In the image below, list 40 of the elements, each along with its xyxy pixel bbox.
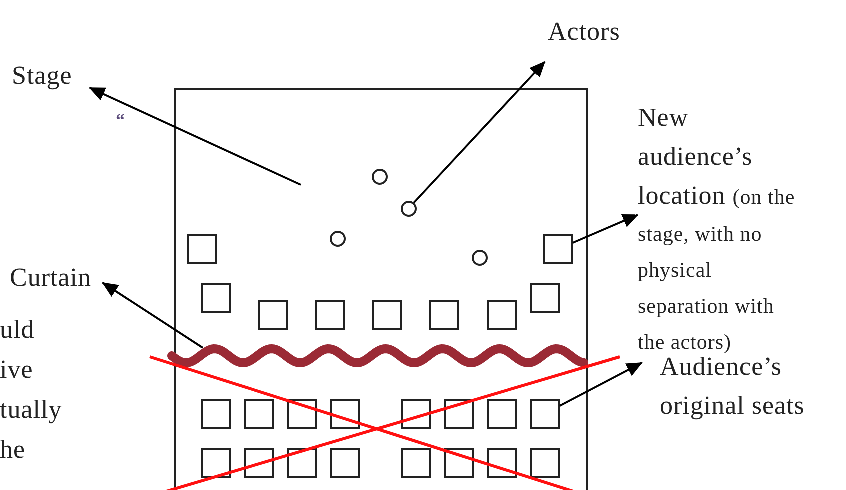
callout-text: Stage: [12, 56, 72, 95]
seat: [201, 448, 231, 478]
seat: [287, 448, 317, 478]
actor-marker: [401, 201, 417, 217]
seat: [187, 234, 217, 264]
seat: [315, 300, 345, 330]
seat: [487, 300, 517, 330]
seat: [444, 448, 474, 478]
seat: [287, 399, 317, 429]
seat: [244, 399, 274, 429]
seat: [258, 300, 288, 330]
leader-arrow: [102, 282, 204, 349]
seat: [530, 448, 560, 478]
seat: [401, 399, 431, 429]
seat: [444, 399, 474, 429]
seat: [530, 399, 560, 429]
seat: [543, 234, 573, 264]
seat: [330, 399, 360, 429]
seat: [487, 399, 517, 429]
seat: [401, 448, 431, 478]
actor-marker: [330, 231, 346, 247]
curtain-line: [168, 344, 588, 368]
cut-off-text: uld ive tually he: [0, 314, 64, 466]
seat: [244, 448, 274, 478]
leader-arrow: [572, 214, 639, 244]
seat: [330, 448, 360, 478]
seat: [487, 448, 517, 478]
callout-text: Curtain: [10, 258, 92, 297]
seat: [530, 283, 560, 313]
quote-mark: “: [116, 110, 125, 131]
seat: [429, 300, 459, 330]
leader-arrow: [413, 61, 546, 204]
callout-text: Actors: [548, 12, 620, 51]
leader-arrow: [560, 362, 643, 407]
seat: [372, 300, 402, 330]
seat: [201, 283, 231, 313]
actor-marker: [372, 169, 388, 185]
seat: [201, 399, 231, 429]
leader-arrow: [89, 87, 302, 186]
actor-marker: [472, 250, 488, 266]
